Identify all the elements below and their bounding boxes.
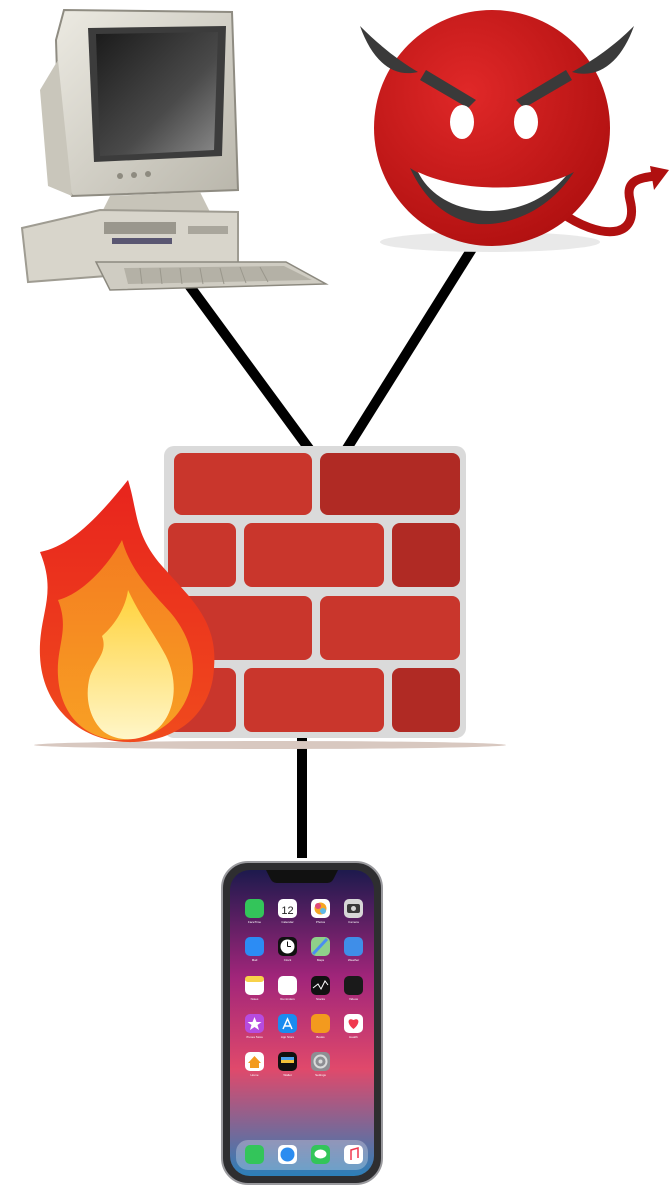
app-wallet-icon[interactable] [278, 1052, 297, 1071]
app-label: iTunes Store [246, 1035, 263, 1039]
app-stocks-icon[interactable] [311, 976, 330, 995]
app-label: Calendar [281, 920, 293, 924]
firewall-icon [34, 446, 506, 749]
dock-music-icon[interactable] [344, 1145, 363, 1164]
app-clock-icon[interactable] [278, 937, 297, 956]
app-calendar-icon[interactable]: 12 [278, 899, 297, 918]
app-reminders-icon[interactable] [278, 976, 297, 995]
app-books-icon[interactable] [311, 1014, 330, 1033]
devil-icon [360, 10, 669, 252]
app-label: Settings [315, 1073, 326, 1077]
app-label: Weather [348, 958, 359, 962]
app-label: Books [316, 1035, 325, 1039]
connector-attacker-firewall [346, 236, 480, 450]
app-label: Home [250, 1073, 258, 1077]
app-health-icon[interactable] [344, 1014, 363, 1033]
app-itunes-store-icon[interactable] [245, 1014, 264, 1033]
app-settings-icon[interactable] [311, 1052, 330, 1071]
smartphone-icon: 12 [222, 862, 382, 1184]
app-label: Mail [252, 958, 258, 962]
connector-computer-firewall [172, 262, 310, 450]
desktop-computer-icon [22, 10, 326, 290]
app-app-store-icon[interactable] [278, 1014, 297, 1033]
app-label: FaceTime [248, 920, 262, 924]
app-maps-icon[interactable] [311, 937, 330, 956]
phone-dock [236, 1140, 368, 1170]
app-label: Maps [317, 958, 325, 962]
app-home-icon[interactable] [245, 1052, 264, 1071]
app-mail-icon[interactable] [245, 937, 264, 956]
app-label: Videos [349, 997, 359, 1001]
app-label: Stocks [316, 997, 326, 1001]
app-notes-icon[interactable] [245, 976, 264, 995]
app-label: Notes [251, 997, 259, 1001]
app-photos-icon[interactable] [311, 899, 330, 918]
app-label: Wallet [283, 1073, 291, 1077]
app-facetime-icon[interactable] [245, 899, 264, 918]
app-label: Camera [348, 920, 359, 924]
svg-text:12: 12 [281, 905, 293, 917]
app-camera-icon[interactable] [344, 899, 363, 918]
app-videos-icon[interactable] [344, 976, 363, 995]
app-label: Clock [284, 958, 292, 962]
app-label: Photos [316, 920, 326, 924]
app-weather-icon[interactable] [344, 937, 363, 956]
app-label: App Store [281, 1035, 295, 1039]
app-label: Health [349, 1035, 358, 1039]
app-label: Reminders [280, 997, 295, 1001]
dock-phone-icon[interactable] [245, 1145, 264, 1164]
